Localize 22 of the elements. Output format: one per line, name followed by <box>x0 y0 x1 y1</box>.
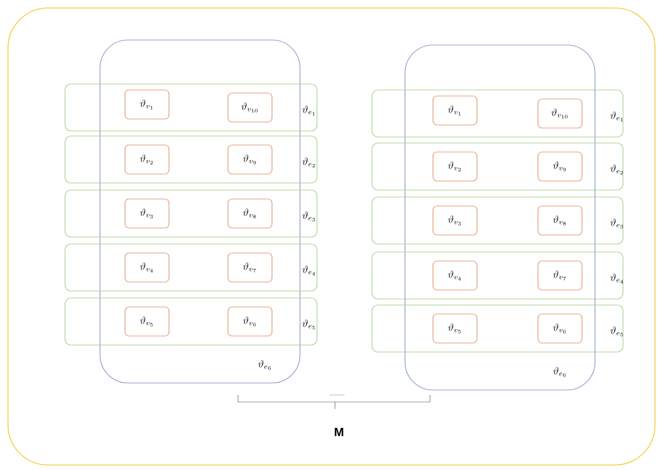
vertex-box: $\vartheta_{v_6}$ <box>228 306 272 336</box>
set-label: M <box>334 428 344 436</box>
vertex-box: $\vartheta_{v_5}$ <box>432 314 478 344</box>
vertex-box: $\vartheta_{v_7}$ <box>228 252 272 282</box>
outer-frame <box>8 8 656 466</box>
vertex-box: $\vartheta_{v_2}$ <box>432 152 478 182</box>
vertex-box: $\vartheta_{v_5}$ <box>124 306 170 336</box>
vertex-box: $\vartheta_{v_{10}}$ <box>228 92 272 122</box>
vertex-box: $\vartheta_{v_1}$ <box>432 96 478 126</box>
vertex-box: $\vartheta_{v_3}$ <box>432 206 478 236</box>
vertex-box: $\vartheta_{v_8}$ <box>228 198 272 228</box>
vertex-box: $\vartheta_{v_{10}}$ <box>538 98 582 128</box>
vertex-box: $\vartheta_{v_8}$ <box>538 206 582 236</box>
vertex-box: $\vartheta_{v_7}$ <box>538 260 582 290</box>
vertex-box: $\vartheta_{v_2}$ <box>124 144 170 174</box>
vertex-box: $\vartheta_{v_4}$ <box>124 252 170 282</box>
vertex-box: $\vartheta_{v_9}$ <box>228 144 272 174</box>
vertex-box: $\vartheta_{v_9}$ <box>538 152 582 182</box>
vertex-box: $\vartheta_{v_1}$ <box>124 90 170 120</box>
vertex-box: $\vartheta_{v_6}$ <box>538 314 582 344</box>
vertex-box: $\vartheta_{v_3}$ <box>124 198 170 228</box>
vertex-box: $\vartheta_{v_4}$ <box>432 260 478 290</box>
